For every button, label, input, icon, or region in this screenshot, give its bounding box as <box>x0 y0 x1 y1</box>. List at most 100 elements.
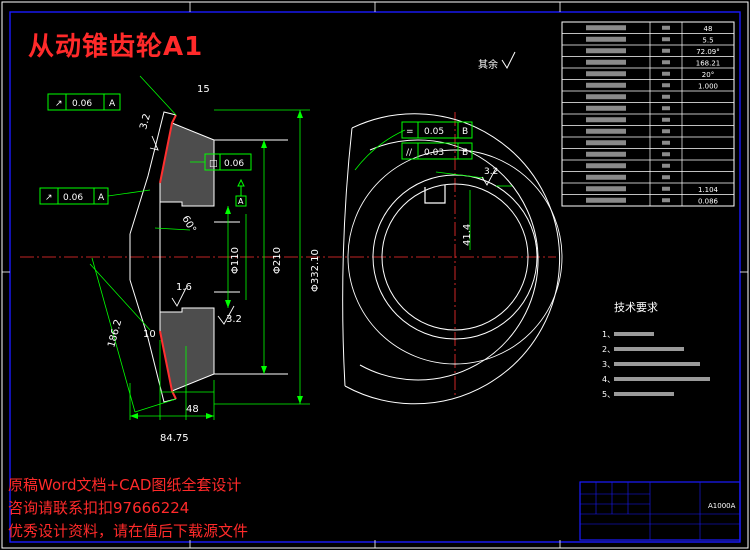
param-symbol-placeholder <box>662 25 670 30</box>
svg-text:0.05: 0.05 <box>424 127 444 137</box>
tech-req-item-text-placeholder <box>614 362 700 366</box>
param-label-placeholder <box>586 105 626 111</box>
tech-req-item-text-placeholder <box>614 332 654 336</box>
dim-outer-diameter: Φ332.10 <box>310 249 321 292</box>
param-label-placeholder <box>586 82 626 88</box>
tolerance-frame-3: □ 0.06 <box>190 153 252 171</box>
param-symbol-placeholder <box>662 106 670 111</box>
param-value: 1.104 <box>698 186 719 194</box>
svg-text:=: = <box>406 127 414 137</box>
tolerance-frame-5: // 0.03 B <box>401 142 473 160</box>
svg-text:A: A <box>98 193 105 203</box>
param-value: 72.09° <box>696 48 720 56</box>
tech-req-title: 技术要求 <box>614 301 658 314</box>
svg-text:0.06: 0.06 <box>72 99 92 109</box>
param-symbol-placeholder <box>662 198 670 203</box>
tooth-surface-upper <box>159 114 177 184</box>
parameter-table: 48 5.5 72.09° 168.21 20° 1.000 1.104 0.086 <box>561 21 735 207</box>
roughness-note: 其余 <box>478 58 498 71</box>
param-symbol-placeholder <box>662 94 670 99</box>
param-label-placeholder <box>586 36 626 42</box>
tolerance-frame-1: ↗ 0.06 A <box>47 93 121 111</box>
drawing-title: 从动锥齿轮A1 <box>28 32 204 62</box>
tech-req-item-text-placeholder <box>614 392 674 396</box>
roughness-1-6: 1.6 <box>176 282 192 293</box>
roughness-3-2-a: 3.2 <box>138 113 153 131</box>
dim-slant: 186.2 <box>106 318 124 349</box>
svg-text:A: A <box>238 197 244 206</box>
param-symbol-placeholder <box>662 83 670 88</box>
gear-front-view: = 0.05 B // 0.03 B 41.4 3.2 其余 <box>342 51 563 405</box>
tech-req-item-number: 1、 <box>602 330 615 339</box>
tolerance-frame-4: = 0.05 B <box>401 121 473 139</box>
dim-diameter-110: Φ110 <box>230 247 241 274</box>
param-label-placeholder <box>586 151 626 157</box>
param-symbol-placeholder <box>662 129 670 134</box>
dim-diameter-210: Φ210 <box>272 247 283 274</box>
param-symbol-placeholder <box>662 48 670 53</box>
param-symbol-placeholder <box>662 152 670 157</box>
svg-text:↗: ↗ <box>45 193 53 203</box>
param-symbol-placeholder <box>662 60 670 65</box>
param-label-placeholder <box>586 174 626 180</box>
tooth-surface-lower <box>159 330 177 400</box>
param-label-placeholder <box>586 186 626 192</box>
tech-req-item-text-placeholder <box>614 377 710 381</box>
param-symbol-placeholder <box>662 186 670 191</box>
param-value: 20° <box>702 71 714 79</box>
param-symbol-placeholder <box>662 163 670 168</box>
tech-req-item-text-placeholder <box>614 347 684 351</box>
dim-face-48: 48 <box>186 404 199 415</box>
tech-req-item-number: 5、 <box>602 390 615 399</box>
svg-text://: // <box>406 148 413 158</box>
lower-hatch <box>159 307 215 392</box>
dim-small-15: 15 <box>197 84 210 95</box>
param-value: 168.21 <box>696 59 721 67</box>
tolerance-frame-2: ↗ 0.06 A <box>39 187 151 205</box>
title-block-mark: A1000A <box>708 502 736 510</box>
tech-req-item-number: 4、 <box>602 375 615 384</box>
svg-text:0.03: 0.03 <box>424 148 444 158</box>
svg-text:B: B <box>462 127 468 137</box>
svg-text:□: □ <box>209 159 218 169</box>
svg-text:0.06: 0.06 <box>224 159 244 169</box>
ad-line-1: 原稿Word文档+CAD图纸全套设计 <box>8 476 242 494</box>
param-label-placeholder <box>586 128 626 134</box>
param-symbol-placeholder <box>662 117 670 122</box>
gear-section-view: Φ332.10 Φ210 Φ110 48 84.75 186.2 15 10 6… <box>39 75 321 444</box>
param-label-placeholder <box>586 140 626 146</box>
svg-text:A: A <box>109 99 116 109</box>
svg-text:↗: ↗ <box>55 99 63 109</box>
title-block: A1000A <box>579 481 741 541</box>
param-symbol-placeholder <box>662 140 670 145</box>
param-value: 5.5 <box>702 36 713 44</box>
roughness-3-2-b: 3.2 <box>226 314 242 325</box>
tech-req-item-number: 2、 <box>602 345 615 354</box>
param-symbol-placeholder <box>662 37 670 42</box>
dim-keyway: 41.4 <box>462 224 473 246</box>
svg-text:0.06: 0.06 <box>63 193 83 203</box>
svg-text:3.2: 3.2 <box>484 167 498 177</box>
param-symbol-placeholder <box>662 175 670 180</box>
param-label-placeholder <box>586 117 626 123</box>
upper-hatch <box>159 122 215 207</box>
dim-angle: 60° <box>179 214 197 235</box>
technical-requirements: 技术要求 1、 2、 3、 4、 5、 <box>602 301 710 399</box>
param-value: 1.000 <box>698 82 718 90</box>
param-label-placeholder <box>586 59 626 65</box>
svg-text:B: B <box>462 148 468 158</box>
param-label-placeholder <box>586 71 626 77</box>
dim-small-10: 10 <box>143 329 156 340</box>
param-symbol-placeholder <box>662 71 670 76</box>
param-label-placeholder <box>586 163 626 169</box>
ad-line-3: 优秀设计资料，请在值后下载源文件 <box>8 522 249 540</box>
param-label-placeholder <box>586 25 626 31</box>
param-label-placeholder <box>586 94 626 100</box>
param-label-placeholder <box>586 48 626 54</box>
param-value: 0.086 <box>698 197 719 205</box>
tech-req-item-number: 3、 <box>602 360 615 369</box>
param-label-placeholder <box>586 197 626 203</box>
param-value: 48 <box>704 25 713 33</box>
